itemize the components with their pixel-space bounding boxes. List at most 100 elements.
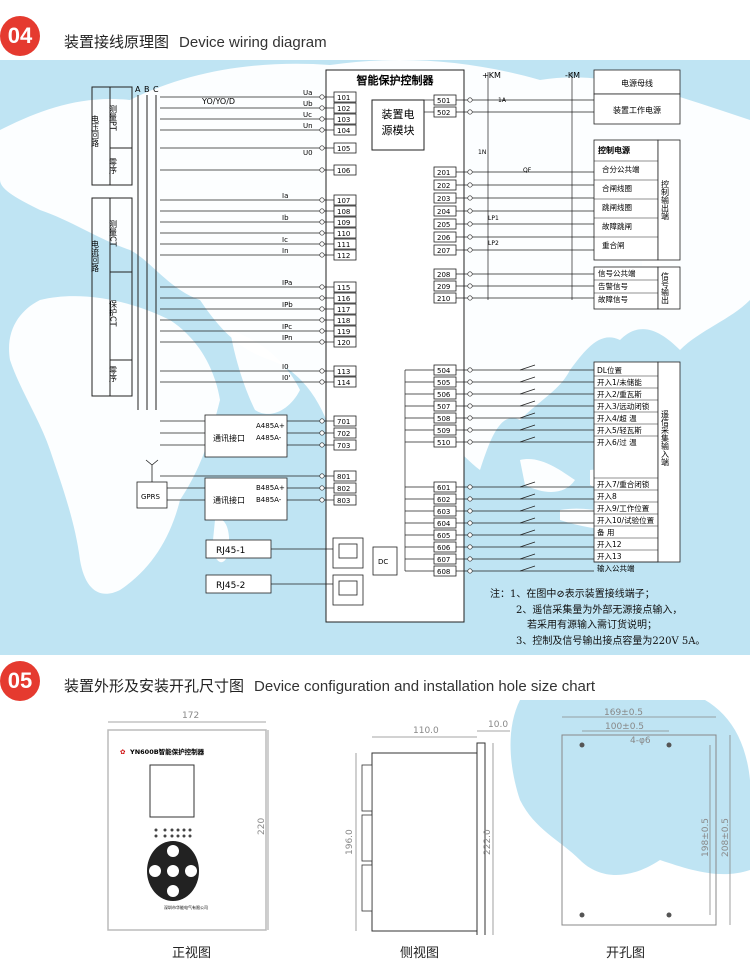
terminal-number: 607	[437, 556, 450, 564]
signal-label: Ua	[303, 89, 312, 97]
terminal-number: 703	[337, 442, 350, 450]
comm1-label: 通讯接口	[213, 433, 245, 443]
group-current-measure: 测量CT	[109, 220, 118, 247]
left-terminals: 1011021031041051061071081091101111121151…	[160, 91, 357, 506]
terminal-number: 112	[337, 252, 350, 260]
cutout-outer-height: 208±0.5	[721, 818, 731, 857]
terminal-number: 110	[337, 230, 350, 238]
terminal-symbol	[319, 284, 325, 290]
input-item: 开入10/试验位置	[597, 515, 655, 525]
terminal-number: 507	[437, 403, 450, 411]
control-item: 故障跳闸	[602, 221, 632, 231]
cutout-outer-width: 169±0.5	[604, 708, 643, 718]
section-number: 05	[7, 668, 33, 693]
terminal-number: 114	[337, 379, 351, 387]
terminal-symbol	[467, 367, 473, 373]
cutout-inner-height: 198±0.5	[701, 818, 711, 857]
terminal-number: 106	[337, 167, 351, 175]
terminal-symbol	[467, 271, 473, 277]
terminal-number: 206	[437, 234, 451, 242]
terminal-symbol	[467, 221, 473, 227]
terminal-symbol	[467, 391, 473, 397]
power-module-line1: 装置电	[382, 108, 415, 121]
terminal-symbol	[467, 295, 473, 301]
input-item: 输入公共端	[597, 563, 635, 573]
signal-label: Un	[303, 122, 313, 130]
input-item: DL位置	[597, 365, 622, 375]
terminal-symbol	[319, 328, 325, 334]
side-view: 110.0 10.0 196.0 222.0	[345, 720, 510, 935]
terminal-symbol	[467, 496, 473, 502]
input-item: 开入5/轻瓦斯	[597, 425, 642, 435]
right-terminals: 5015022012022032042052062072082092105045…	[404, 72, 594, 577]
contact-switch	[519, 553, 536, 560]
terminal-number: 605	[437, 532, 450, 540]
terminal-symbol	[319, 241, 325, 247]
small-label-1n: 1N	[478, 149, 486, 156]
terminal-symbol	[467, 403, 473, 409]
power-module-line2: 源模块	[382, 123, 415, 137]
control-item: 重合闸	[602, 240, 625, 250]
terminal-symbol	[467, 427, 473, 433]
terminal-symbol	[467, 439, 473, 445]
front-model: YN600B智能保护控制器	[129, 747, 205, 756]
signal-label: Ib	[282, 214, 289, 222]
terminal-symbol	[467, 195, 473, 201]
contact-switch	[519, 376, 536, 383]
terminal-number: 202	[437, 182, 450, 190]
group-current: 电流回路	[91, 239, 100, 272]
terminal-symbol	[319, 473, 325, 479]
dimension-drawings: 172 220 ✿ YN600B智能保护控制器 深圳市华能电气有限公司 110.…	[107, 708, 731, 935]
side-body-height: 196.0	[345, 829, 355, 855]
terminal-number: 701	[337, 418, 350, 426]
terminal-symbol	[319, 339, 325, 345]
terminal-number: 203	[437, 195, 450, 203]
terminal-symbol	[467, 556, 473, 562]
side-flange: 10.0	[488, 720, 508, 730]
terminal-symbol	[319, 497, 325, 503]
terminal-number: 209	[437, 283, 450, 291]
front-maker: 深圳市华能电气有限公司	[164, 904, 208, 910]
right-device-power: 装置工作电源	[613, 105, 661, 115]
cutout-view: 169±0.5 100±0.5 4-φ6 198±0.5 208±0.5	[561, 708, 731, 926]
note-1: 注：1、在图中⊘表示装置接线端子；	[490, 589, 655, 600]
contact-switch	[519, 517, 536, 524]
small-label-lp2: LP2	[488, 240, 499, 247]
front-width: 172	[182, 711, 199, 721]
terminal-number: 108	[337, 208, 350, 216]
terminal-number: 505	[437, 379, 450, 387]
contact-switch	[519, 565, 536, 572]
terminal-number: 509	[437, 427, 450, 435]
terminal-number: 201	[437, 169, 450, 177]
note-3: 若采用有源输入需订货说明；	[527, 620, 657, 631]
signal-label: I0	[282, 363, 289, 371]
terminal-number: 501	[437, 97, 450, 105]
terminal-number: 115	[337, 284, 350, 292]
terminal-symbol	[319, 219, 325, 225]
note-2: 2、遥信采集量为外部无源接点输入，	[516, 605, 683, 616]
signal-label: Uc	[303, 111, 312, 119]
right-power-bus: 电源母线	[621, 78, 653, 88]
terminal-symbol	[467, 520, 473, 526]
title-cn: 装置接线原理图	[64, 33, 170, 51]
input-item: 开入6/过 温	[597, 437, 637, 447]
terminal-symbol	[467, 234, 473, 240]
terminal-symbol	[319, 105, 325, 111]
terminal-number: 210	[437, 295, 450, 303]
input-side-label: 遥信采集输入端	[661, 409, 670, 467]
terminal-symbol	[319, 485, 325, 491]
terminal-number: 119	[337, 328, 350, 336]
contact-switch	[519, 493, 536, 500]
signal-label: IPb	[282, 301, 293, 309]
terminal-symbol	[467, 169, 473, 175]
terminal-number: 502	[437, 109, 450, 117]
signal-label: IPn	[282, 334, 293, 342]
logo-icon: ✿	[120, 748, 126, 756]
caption-side: 侧视图	[400, 946, 440, 961]
contact-switch	[519, 388, 536, 395]
comm2-label: 通讯接口	[213, 495, 245, 505]
terminal-symbol	[319, 430, 325, 436]
front-height: 220	[257, 818, 267, 835]
